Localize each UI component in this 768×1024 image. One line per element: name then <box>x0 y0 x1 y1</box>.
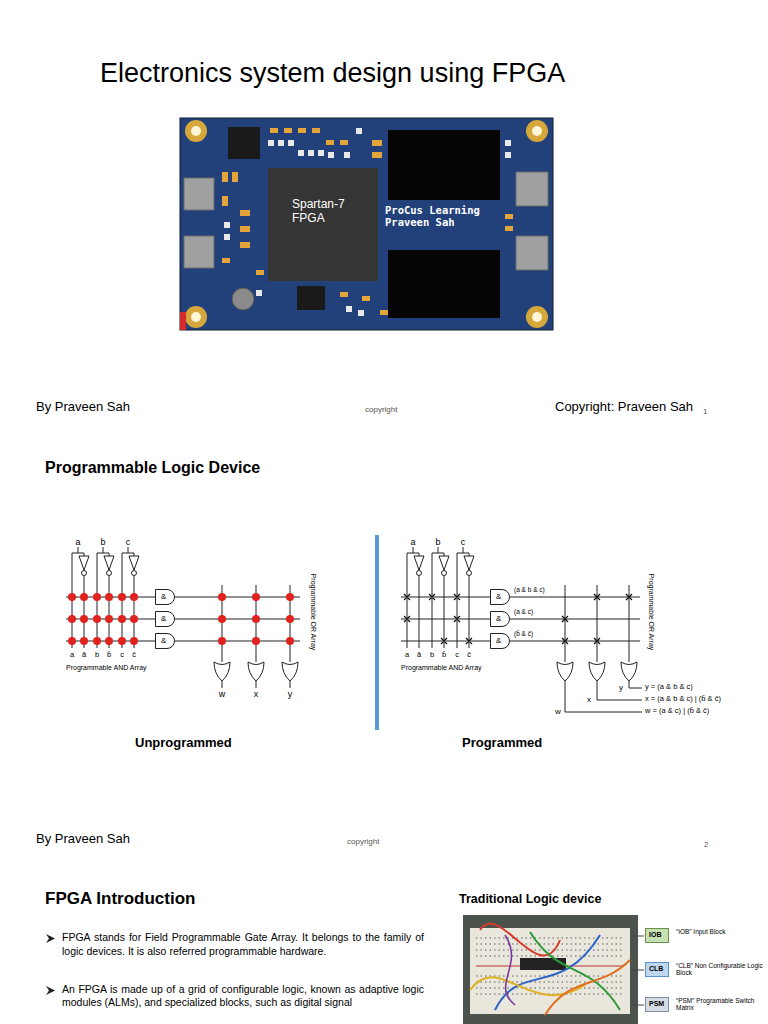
line-name: c <box>455 651 459 660</box>
array-name: Programmable AND Array <box>66 664 147 672</box>
line-name: b <box>430 651 434 660</box>
block-abbrev: CLB <box>649 965 663 973</box>
input-name: b <box>100 537 105 547</box>
page-number: 2 <box>704 840 708 849</box>
footer-watermark: copyright <box>347 837 379 846</box>
block-description: “CLB” Non Configurable Logic Block <box>676 962 764 977</box>
footer-watermark: copyright <box>365 405 397 414</box>
pla-unprogrammed-wiring <box>66 547 300 688</box>
gate-symbol: & <box>496 636 501 645</box>
leader-line <box>632 936 644 1005</box>
term-label: (a & b & c) <box>513 586 546 593</box>
board-silkscreen: ProCus Learning Praveen Sah <box>385 204 503 228</box>
image-heading: Traditional Logic device <box>459 892 601 906</box>
line-name: ā <box>417 651 421 660</box>
term-label: (a & c) <box>513 608 534 615</box>
output-name: x <box>254 689 259 699</box>
footer-author: By Praveen Sah <box>36 400 130 415</box>
slide-title: Electronics system design using FPGA <box>100 58 565 89</box>
fpga-board: ProCus Learning Praveen Sah Spartan-7 FPG… <box>180 118 553 330</box>
array-name: Programmable AND Array <box>401 664 482 672</box>
fuse-crosses <box>404 594 632 644</box>
block-key-box: PSM“PSM” Programable Switch Matrix <box>645 997 669 1012</box>
line-name: b̄ <box>107 651 111 660</box>
output-name: y <box>619 683 623 692</box>
equation: w = (a & c) | (b̄ & c̄) <box>645 707 709 716</box>
chip-marking: Spartan-7 FPGA <box>292 198 356 226</box>
line-name: a <box>405 651 409 660</box>
input-name: c <box>461 537 466 547</box>
footer-copyright: Copyright: Praveen Sah <box>555 400 693 415</box>
output-name: w <box>555 707 561 716</box>
gate-symbol: & <box>161 614 166 623</box>
line-name: b̄ <box>442 651 446 660</box>
fpga-chip: Spartan-7 FPGA <box>268 168 378 281</box>
line-name: a <box>70 651 74 660</box>
section-heading: FPGA Introduction <box>45 889 195 909</box>
diagram-caption: Programmed <box>462 736 542 751</box>
section-heading: Programmable Logic Device <box>45 459 260 477</box>
line-name: c <box>120 651 124 660</box>
and-gate: & <box>155 611 175 627</box>
term-label: (b̄ & c̄) <box>513 630 534 637</box>
equation: x = (a & b & c) | (b̄ & c̄) <box>645 695 721 704</box>
divider-bar <box>375 535 379 730</box>
gate-symbol: & <box>496 592 501 601</box>
input-name: b <box>435 537 440 547</box>
diagram-caption: Unprogrammed <box>135 736 232 751</box>
bullet-text: An FPGA is made up of a grid of configur… <box>62 983 424 1009</box>
and-gate: & <box>490 633 510 649</box>
block-abbrev: PSM <box>649 1000 664 1008</box>
bullet-text: FPGA stands for Field Programmable Gate … <box>62 931 424 958</box>
input-name: a <box>75 537 80 547</box>
input-name: c <box>126 537 131 547</box>
block-abbrev: IOB <box>649 931 661 939</box>
and-gate: & <box>490 611 510 627</box>
array-name: Programmable OR Array <box>309 574 317 651</box>
array-name: Programmable OR Array <box>647 574 655 651</box>
gate-symbol: & <box>496 614 501 623</box>
equation: y = (a & b & c) <box>645 683 693 692</box>
and-gate: & <box>155 589 175 605</box>
block-description: “IOB” Input Block <box>676 928 764 935</box>
block-description: “PSM” Programable Switch Matrix <box>676 997 764 1012</box>
gate-symbol: & <box>161 592 166 601</box>
and-gate: & <box>490 589 510 605</box>
footer-author: By Praveen Sah <box>36 832 130 847</box>
output-name: x <box>587 695 591 704</box>
block-key-box: IOB“IOB” Input Block <box>645 928 669 943</box>
output-name: w <box>219 689 226 699</box>
gate-symbol: & <box>161 636 166 645</box>
block-key-box: CLB“CLB” Non Configurable Logic Block <box>645 962 669 977</box>
page-number: 1 <box>703 407 707 416</box>
line-name: b <box>95 651 99 660</box>
line-name: c̄ <box>467 651 471 660</box>
output-name: y <box>288 689 293 699</box>
line-name: ā <box>82 651 86 660</box>
bullet-arrow <box>46 934 55 995</box>
and-gate: & <box>155 633 175 649</box>
fpga-board-illustration <box>180 118 553 330</box>
input-name: a <box>410 537 415 547</box>
breadboard-photo <box>463 915 638 1024</box>
line-name: c̄ <box>132 651 136 660</box>
fuse-dots <box>68 593 294 645</box>
pla-programmed-wiring <box>401 547 642 712</box>
